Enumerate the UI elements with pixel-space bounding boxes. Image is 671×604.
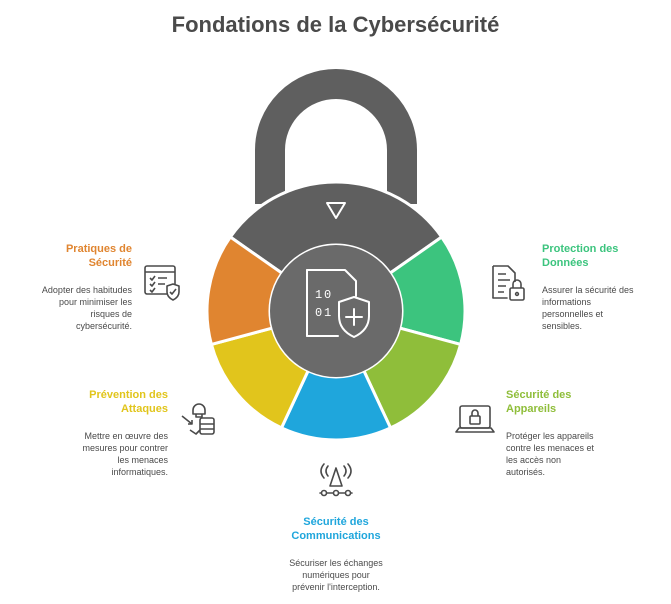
section-protection: Protection des Données Assurer la sécuri… xyxy=(542,242,667,332)
section-description: Mettre en œuvre des mesures pour contrer… xyxy=(82,431,168,477)
section-appareils: Sécurité des Appareils Protéger les appa… xyxy=(506,388,631,478)
hacker-icon xyxy=(181,403,215,435)
checklist-shield-icon xyxy=(144,265,180,301)
padlock-ring xyxy=(205,180,467,442)
section-prevention: Prévention des Attaques Mettre en œuvre … xyxy=(50,388,168,478)
section-pratiques: Pratiques de Sécurité Adopter des habitu… xyxy=(20,242,132,332)
svg-text:0: 0 xyxy=(324,288,331,302)
laptop-lock-icon xyxy=(455,405,495,433)
page-title: Fondations de la Cybersécurité xyxy=(171,12,500,37)
padlock-shackle xyxy=(255,69,417,204)
section-heading: Sécurité des Appareils xyxy=(506,389,572,415)
section-heading: Pratiques de Sécurité xyxy=(65,243,132,269)
sd-card-shield-icon: 1 0 0 1 xyxy=(306,269,370,338)
section-description: Sécuriser les échanges numériques pour p… xyxy=(289,558,383,592)
svg-text:0: 0 xyxy=(315,306,322,320)
svg-text:1: 1 xyxy=(324,306,331,320)
section-description: Assurer la sécurité des informations per… xyxy=(542,285,634,331)
document-lock-icon xyxy=(492,265,525,301)
center-circle xyxy=(270,245,402,377)
down-triangle-icon xyxy=(326,202,346,219)
section-description: Protéger les appareils contre les menace… xyxy=(506,431,595,477)
section-description: Adopter des habitudes pour minimiser les… xyxy=(41,285,132,331)
section-heading: Protection des Données xyxy=(542,243,619,269)
section-heading: Sécurité des Communications xyxy=(291,516,381,542)
svg-text:1: 1 xyxy=(315,288,322,302)
section-communications: Sécurité des Communications Sécuriser le… xyxy=(256,515,416,593)
section-heading: Prévention des Attaques xyxy=(89,389,168,415)
antenna-icon xyxy=(319,463,353,497)
